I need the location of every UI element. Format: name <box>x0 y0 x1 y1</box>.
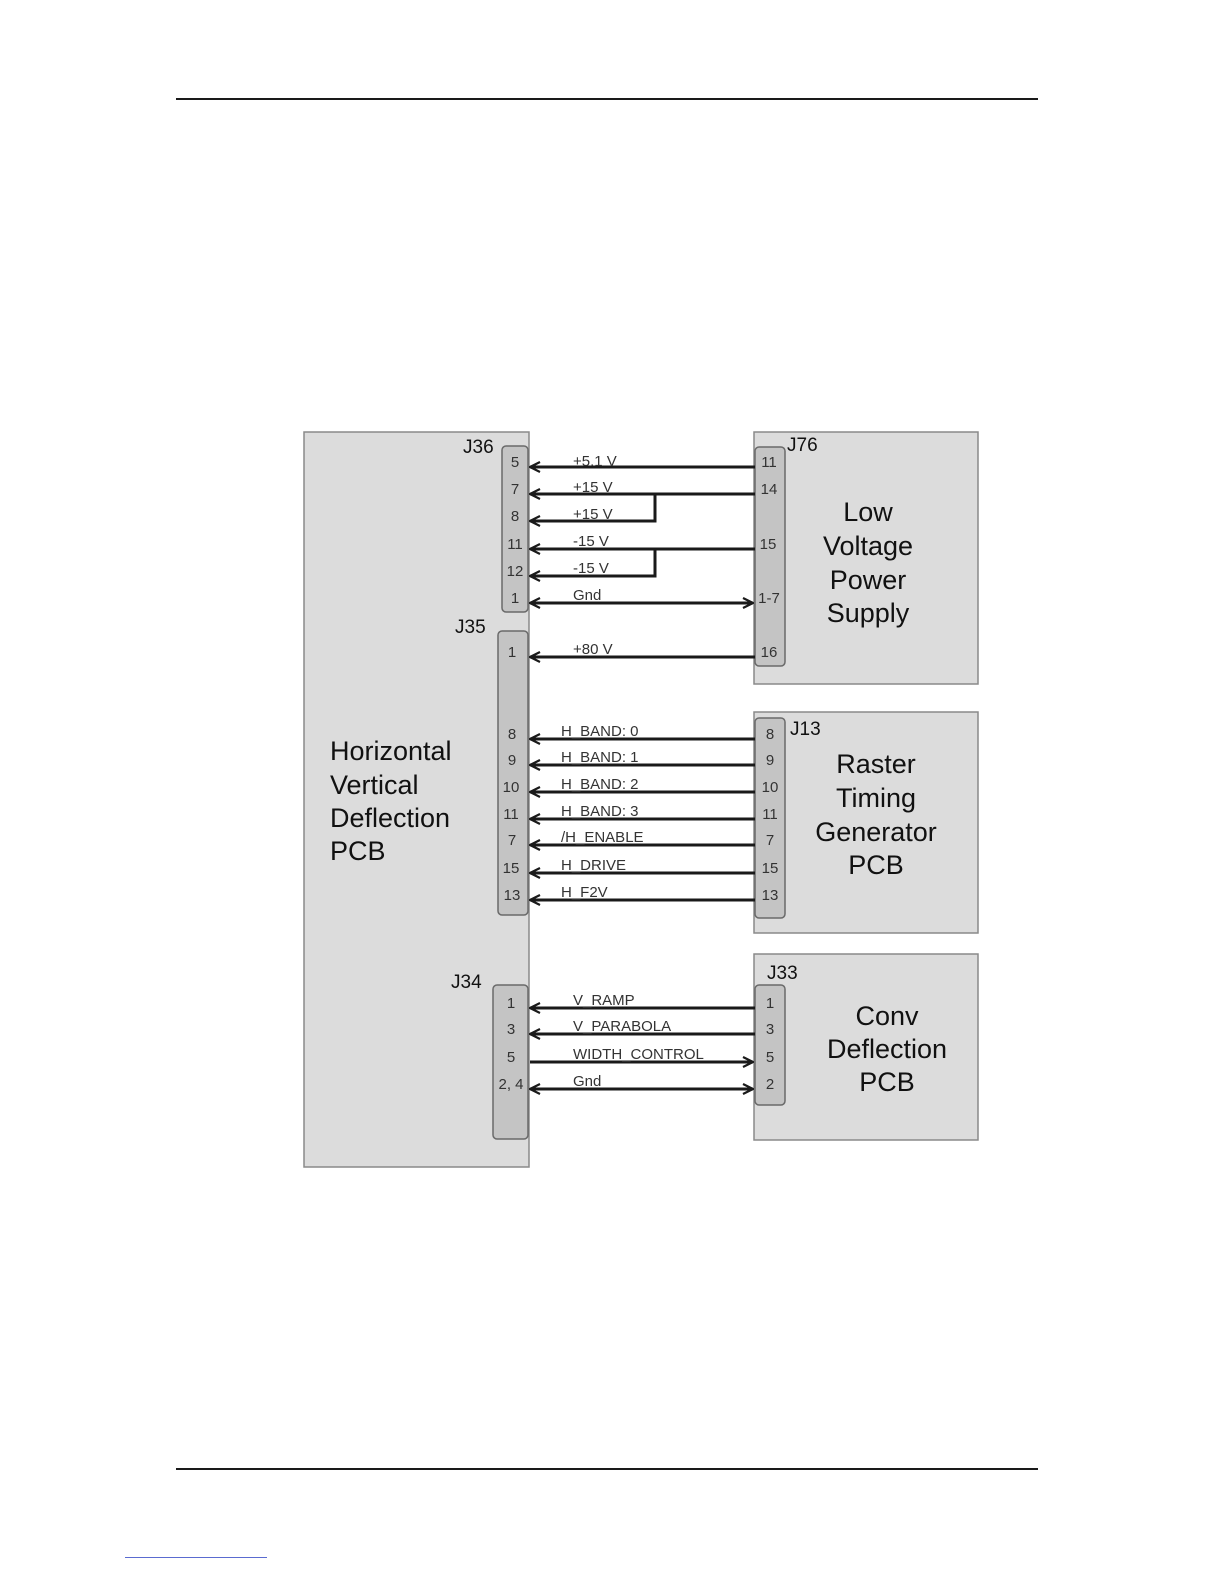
signal-label: Gnd <box>573 1073 601 1090</box>
j33-pin: 5 <box>766 1049 774 1066</box>
j13-pin: 15 <box>762 860 779 877</box>
j35-label: J35 <box>455 617 486 638</box>
j34-pin: 1 <box>507 995 515 1012</box>
j35-pin: 13 <box>504 887 521 904</box>
connector-j35: J35 1 8 9 10 11 7 15 13 <box>455 617 529 916</box>
conv-line-2: Deflection <box>827 1034 947 1064</box>
wires <box>530 467 755 1089</box>
j35-pin: 15 <box>503 860 520 877</box>
lvps-line-2: Voltage <box>823 531 913 561</box>
signal-label: +15 V <box>573 479 613 496</box>
footer-rule <box>176 1468 1038 1470</box>
j76-label: J76 <box>787 435 818 456</box>
footnote-rule <box>125 1557 267 1558</box>
j33-pin: 2 <box>766 1076 774 1093</box>
j13-label: J13 <box>790 719 821 740</box>
j35-pin: 1 <box>508 644 516 661</box>
conv-deflection-board: Conv Deflection PCB <box>753 953 979 1141</box>
j33-pin: 1 <box>766 995 774 1012</box>
j76-pin: 11 <box>761 454 777 471</box>
rtg-line-3: Generator <box>815 817 937 847</box>
signal-labels: +5.1 V +15 V +15 V -15 V -15 V Gnd +80 V… <box>561 453 704 1090</box>
j36-pin: 8 <box>511 508 519 525</box>
horizontal-vertical-deflection-board: Horizontal Vertical Deflection PCB <box>303 431 530 1168</box>
wire-neg15v-b <box>530 549 657 576</box>
j34-pin: 3 <box>507 1021 515 1038</box>
j33-label: J33 <box>767 963 798 984</box>
signal-label: +5.1 V <box>573 453 617 470</box>
lvps-line-1: Low <box>843 497 893 527</box>
signal-label: /H_ENABLE <box>561 829 644 846</box>
signal-label: WIDTH_CONTROL <box>573 1046 704 1063</box>
connector-j34: J34 1 3 5 2, 4 <box>451 972 529 1140</box>
j36-pin: 7 <box>511 481 519 498</box>
j35-pin: 9 <box>508 752 516 769</box>
j35-pin: 8 <box>508 726 516 743</box>
lvps-line-3: Power <box>830 565 907 595</box>
j76-pin: 15 <box>760 536 777 553</box>
hvd-line-4: PCB <box>330 836 386 866</box>
hvd-line-1: Horizontal <box>330 736 452 766</box>
signal-label: Gnd <box>573 587 601 604</box>
j35-pin: 11 <box>503 806 519 823</box>
signal-label: H_BAND: 0 <box>561 723 639 740</box>
j76-pin: 1-7 <box>758 590 780 607</box>
hvd-line-2: Vertical <box>330 770 419 800</box>
signal-label: +80 V <box>573 641 613 658</box>
j76-pin: 16 <box>761 644 778 661</box>
j36-pin: 11 <box>507 536 523 553</box>
j36-pin: 5 <box>511 454 519 471</box>
signal-label: H_BAND: 2 <box>561 776 639 793</box>
raster-timing-generator-board: Raster Timing Generator PCB <box>753 711 979 934</box>
rtg-line-4: PCB <box>848 850 904 880</box>
signal-label: -15 V <box>573 560 609 577</box>
signal-label: V_PARABOLA <box>573 1018 671 1035</box>
signal-label: H_BAND: 3 <box>561 803 639 820</box>
j36-pin: 1 <box>511 590 519 607</box>
signal-label: +15 V <box>573 506 613 523</box>
j13-pin: 8 <box>766 726 774 743</box>
j33-pin: 3 <box>766 1021 774 1038</box>
hvd-line-3: Deflection <box>330 803 450 833</box>
j35-pin: 7 <box>508 832 516 849</box>
header-rule <box>176 98 1038 100</box>
signal-label: H_BAND: 1 <box>561 749 639 766</box>
j13-pin: 11 <box>762 806 778 823</box>
rtg-line-2: Timing <box>836 783 916 813</box>
signal-label: -15 V <box>573 533 609 550</box>
connector-j33: J33 1 3 5 2 <box>754 963 798 1106</box>
j13-pin: 10 <box>762 779 779 796</box>
rtg-line-1: Raster <box>836 749 916 779</box>
signal-label: V_RAMP <box>573 992 635 1009</box>
low-voltage-power-supply-board: Low Voltage Power Supply <box>753 431 979 685</box>
lvps-line-4: Supply <box>827 598 910 628</box>
j34-label: J34 <box>451 972 482 993</box>
j76-pin: 14 <box>761 481 778 498</box>
j13-pin: 9 <box>766 752 774 769</box>
conv-line-3: PCB <box>859 1067 915 1097</box>
j35-pin: 10 <box>503 779 520 796</box>
connector-j36: J36 5 7 8 11 12 1 <box>463 437 529 613</box>
j36-pin: 12 <box>507 563 524 580</box>
j34-pin: 2, 4 <box>498 1076 523 1093</box>
signal-label: H_DRIVE <box>561 857 626 874</box>
j34-pin: 5 <box>507 1049 515 1066</box>
j13-pin: 13 <box>762 887 779 904</box>
signal-label: H_F2V <box>561 884 608 901</box>
connector-j76: J76 11 14 15 1-7 16 <box>754 435 818 667</box>
j13-pin: 7 <box>766 832 774 849</box>
wire-15v-b <box>530 494 657 521</box>
j36-label: J36 <box>463 437 494 458</box>
conv-line-1: Conv <box>855 1001 919 1031</box>
